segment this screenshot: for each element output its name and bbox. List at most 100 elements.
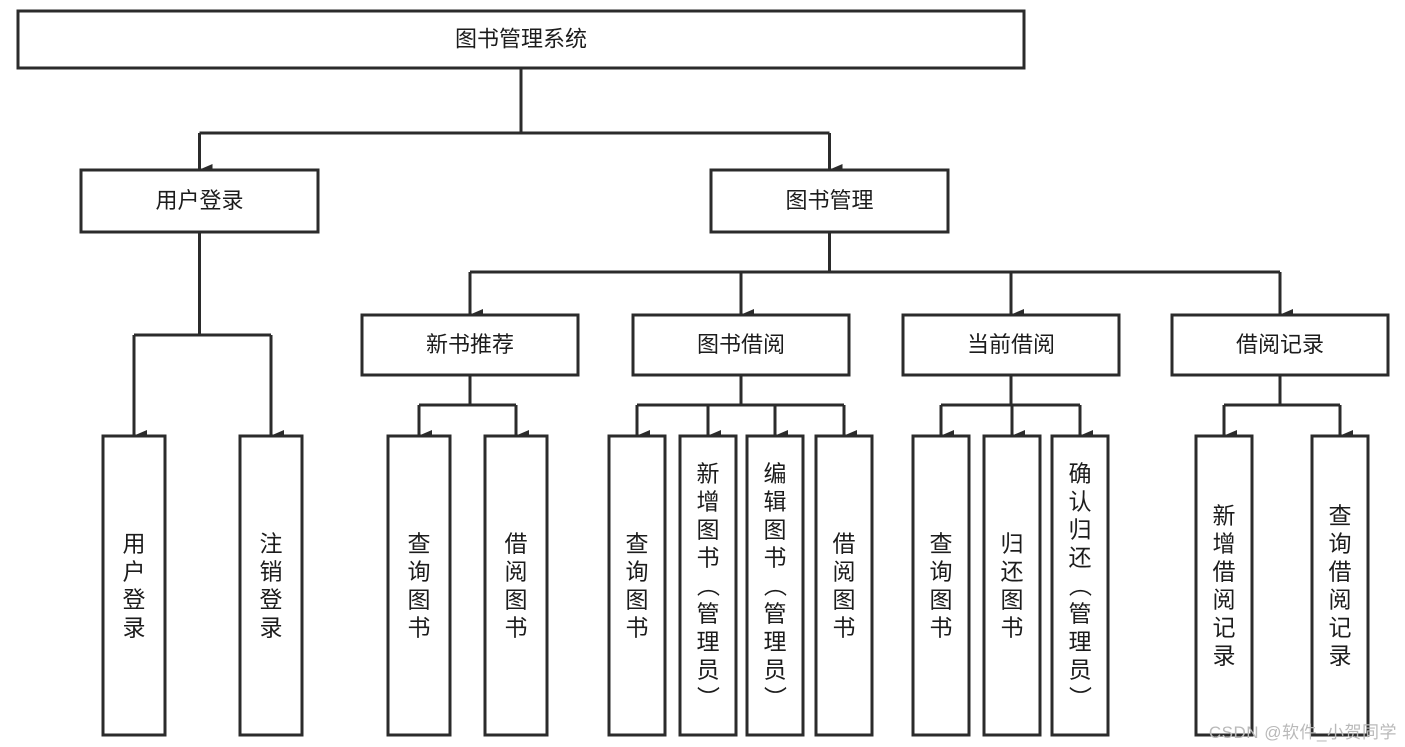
node-label-char: 管 xyxy=(764,600,787,626)
node-label-char: 销 xyxy=(260,558,283,584)
node-label-char: 查 xyxy=(626,530,649,556)
node-box-leaf-query-book-borrow xyxy=(607,434,667,737)
node-box-user-login xyxy=(79,168,320,234)
node-label-char: 图 xyxy=(1001,586,1024,612)
node-label-char: 阅 xyxy=(833,558,856,584)
node-label-char: 查 xyxy=(408,530,431,556)
node-box-leaf-borrow-book xyxy=(814,434,874,737)
node-new-book-recommend[interactable]: 新书推荐 xyxy=(360,313,580,377)
node-box-leaf-query-record xyxy=(1310,434,1370,737)
node-leaf-user-login[interactable]: 用户登录 xyxy=(101,434,167,737)
node-label-char: 借 xyxy=(505,530,528,556)
node-label-char: 书 xyxy=(930,614,953,640)
node-label-char: 书 xyxy=(626,614,649,640)
node-label-char: 图 xyxy=(697,516,720,542)
node-label-char: 图 xyxy=(764,516,787,542)
node-label-char: 阅 xyxy=(1329,586,1352,612)
node-label-char: 认 xyxy=(1069,488,1092,514)
node-label-char: ） xyxy=(762,686,788,709)
node-box-book-management xyxy=(709,168,950,234)
node-label-user-login: 用户登录 xyxy=(155,188,243,213)
node-label-char: 书 xyxy=(505,614,528,640)
node-box-book-borrow xyxy=(631,313,851,377)
node-label-char: 录 xyxy=(1213,642,1236,668)
node-label-char: 归 xyxy=(1069,516,1092,542)
node-label-char: 查 xyxy=(1329,502,1352,528)
node-box-leaf-add-record xyxy=(1194,434,1254,737)
node-label-char: 还 xyxy=(1001,558,1024,584)
node-box-leaf-edit-book xyxy=(745,434,805,737)
node-label-char: 借 xyxy=(833,530,856,556)
node-label-char: 管 xyxy=(697,600,720,626)
node-label-char: 辑 xyxy=(764,488,787,514)
node-label-char: 理 xyxy=(764,628,787,654)
node-label-char: 阅 xyxy=(505,558,528,584)
node-label-char: 记 xyxy=(1213,614,1236,640)
node-box-current-borrow xyxy=(901,313,1121,377)
node-label-char: 新 xyxy=(697,460,720,486)
node-box-borrow-records xyxy=(1170,313,1390,377)
node-box-leaf-user-logout xyxy=(238,434,304,737)
node-box-leaf-user-login xyxy=(101,434,167,737)
node-label-current-borrow: 当前借阅 xyxy=(967,332,1055,357)
node-label-char: 录 xyxy=(260,614,283,640)
connector-layer xyxy=(132,68,1353,442)
node-label-char: 员 xyxy=(1069,656,1092,682)
node-layer: 图书管理系统用户登录图书管理新书推荐图书借阅当前借阅借阅记录用户登录注销登录查询… xyxy=(16,9,1390,737)
node-root[interactable]: 图书管理系统 xyxy=(16,9,1026,70)
node-label-char: 书 xyxy=(833,614,856,640)
node-label-char: 查 xyxy=(930,530,953,556)
node-current-borrow[interactable]: 当前借阅 xyxy=(901,313,1121,377)
node-label-char: 录 xyxy=(123,614,146,640)
node-label-char: 增 xyxy=(697,488,720,514)
node-label-char: 询 xyxy=(408,558,431,584)
node-user-login[interactable]: 用户登录 xyxy=(79,168,320,234)
node-label-char: 询 xyxy=(930,558,953,584)
node-label-char: ） xyxy=(695,686,721,709)
node-label-char: 书 xyxy=(697,544,720,570)
node-box-leaf-borrow-book-rec xyxy=(483,434,549,737)
node-label-char: 书 xyxy=(1001,614,1024,640)
node-book-management[interactable]: 图书管理 xyxy=(709,168,950,234)
node-label-borrow-records: 借阅记录 xyxy=(1236,332,1324,357)
node-label-char: 书 xyxy=(764,544,787,570)
node-label-char: 登 xyxy=(123,586,146,612)
node-label-char: 阅 xyxy=(1213,586,1236,612)
node-label-char: 记 xyxy=(1329,614,1352,640)
node-label-book-management: 图书管理 xyxy=(785,188,873,213)
node-label-char: 还 xyxy=(1069,544,1092,570)
node-label-char: 管 xyxy=(1069,600,1092,626)
node-label-char: 用 xyxy=(123,530,146,556)
node-box-leaf-add-book xyxy=(678,434,738,737)
node-label-char: （ xyxy=(762,574,788,597)
node-label-char: 询 xyxy=(1329,530,1352,556)
node-book-borrow[interactable]: 图书借阅 xyxy=(631,313,851,377)
node-borrow-records[interactable]: 借阅记录 xyxy=(1170,313,1390,377)
node-label-char: 理 xyxy=(1069,628,1092,654)
node-label-char: 户 xyxy=(123,558,146,584)
node-label-char: ） xyxy=(1067,686,1093,709)
node-label-char: 图 xyxy=(833,586,856,612)
node-box-leaf-confirm-return xyxy=(1050,434,1110,737)
node-label-char: 录 xyxy=(1329,642,1352,668)
node-box-leaf-query-book-cur xyxy=(911,434,971,737)
node-label-char: 登 xyxy=(260,586,283,612)
node-label-char: 员 xyxy=(764,656,787,682)
node-label-char: 图 xyxy=(505,586,528,612)
node-label-char: 图 xyxy=(408,586,431,612)
node-label-char: （ xyxy=(1067,574,1093,597)
